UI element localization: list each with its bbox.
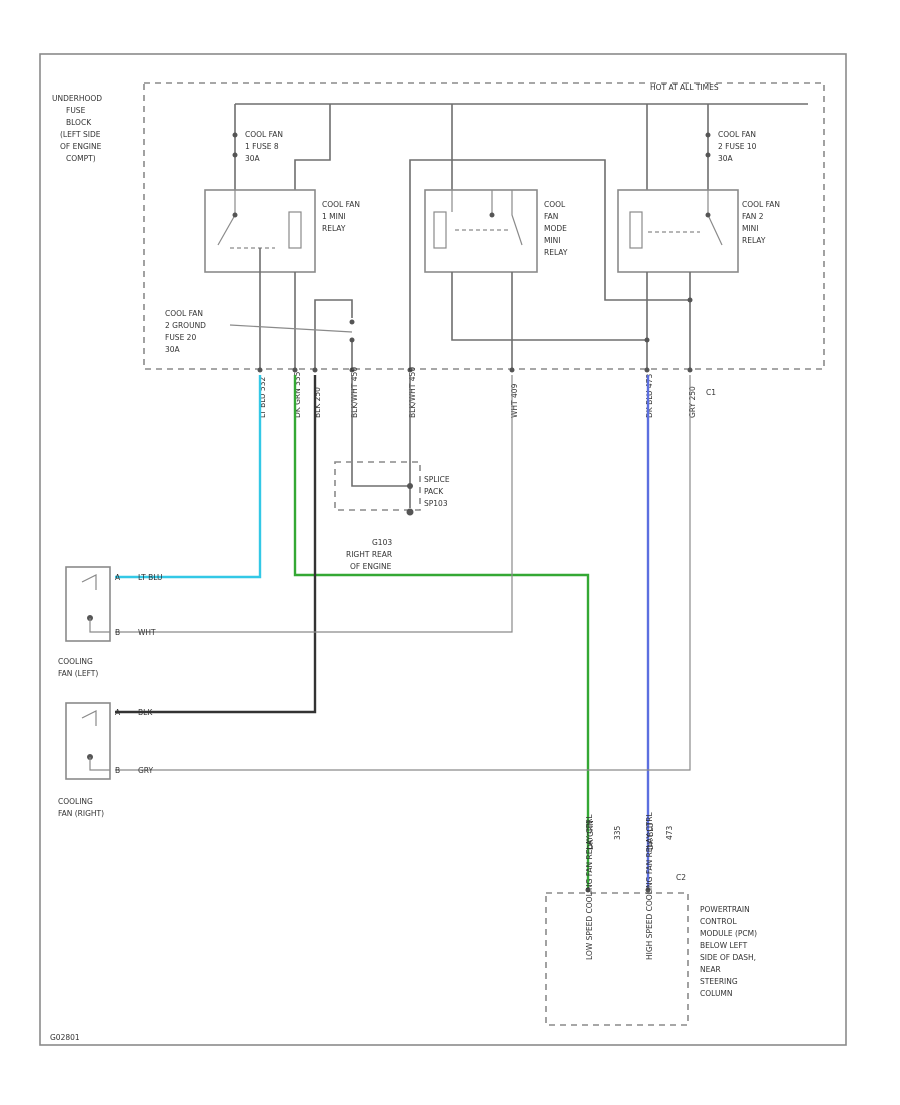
fuse-block-connector: C1: [706, 388, 716, 397]
fan-left-box: [65, 566, 111, 642]
relay-mode-switch: [511, 190, 523, 246]
relay1-coil: [288, 211, 302, 249]
fan-left-wire-a: LT BLU: [138, 573, 163, 582]
pcm-pin-335: 335: [613, 825, 622, 840]
pcm-box: [545, 892, 689, 1026]
wire-blk: [115, 375, 317, 714]
wire-label-wht: WHT 409: [510, 383, 519, 418]
hot-at-all-times-label: HOT AT ALL TIMES: [650, 83, 719, 92]
relay2-box: [617, 189, 739, 273]
wire-label-gry: GRY 250: [688, 386, 697, 418]
relay2-coil: [629, 211, 643, 249]
pcm-connector: C2: [676, 873, 686, 882]
wire-gry: [115, 375, 691, 771]
fan-left-pin-a: A: [115, 573, 121, 582]
wire-label-blk-wht-a: BLK/WHT 450: [350, 367, 359, 418]
bus-drop-relay1: [294, 104, 331, 190]
wire-wht: [115, 375, 513, 633]
pcm-pin-473: 473: [665, 825, 674, 840]
figure-id: G02801: [50, 1033, 80, 1042]
fuse-block-label: UNDERHOOD FUSE BLOCK (LEFT SIDE OF ENGIN…: [52, 94, 104, 163]
mode-to-relay2: [451, 272, 647, 341]
fan-right-pin-b: B: [115, 766, 120, 775]
wire-label-dk-grn: DK GRN 335: [293, 371, 302, 418]
wire-label-lt-blu: LT BLU 532: [258, 377, 267, 418]
pcm-wire-dk-grn: DK GRN: [586, 820, 595, 850]
ground-fuse-top: [314, 299, 353, 370]
ground-icon: [406, 508, 414, 516]
fan-right-box: [65, 702, 111, 780]
wire-lt-blu: [115, 375, 262, 579]
mode-feed: [409, 159, 690, 370]
wire-label-blk: BLK 250: [313, 387, 322, 418]
ground-fuse-pointer: [229, 324, 353, 333]
diagram-frame: [39, 53, 847, 1046]
relay-mode-coil: [433, 211, 447, 249]
fan-left-motor-icon: [81, 574, 97, 590]
pcm-pin-low-label: LOW SPEED COOLING FAN RELAY CTRL: [585, 814, 594, 960]
pcm-wire-dk-blu: DK BLU: [646, 822, 655, 850]
relay1-switch: [217, 190, 236, 246]
fuse-block-pins: [257, 367, 693, 373]
fan-left-wire-b: WHT: [138, 628, 156, 637]
fan-right-wire-b: GRY: [138, 766, 154, 775]
splice-pack-box: [334, 461, 421, 511]
splice-left: [351, 375, 410, 487]
wire-dk-grn: [293, 375, 590, 888]
pcm-pin-high-label: HIGH SPEED COOLING FAN RELAY CTRL: [645, 812, 654, 960]
wire-label-dk-blu: DK BLU 473: [645, 374, 654, 418]
fan-right-wire-a: BLK: [138, 708, 153, 717]
relay-mode-box: [424, 189, 538, 273]
wire-label-blk-wht-b: BLK/WHT 450: [408, 367, 417, 418]
fan-left-pin-b: B: [115, 628, 120, 637]
fan-right-motor-icon: [81, 710, 97, 726]
fan-right-pin-a: A: [115, 708, 121, 717]
relay2-switch: [707, 190, 723, 246]
